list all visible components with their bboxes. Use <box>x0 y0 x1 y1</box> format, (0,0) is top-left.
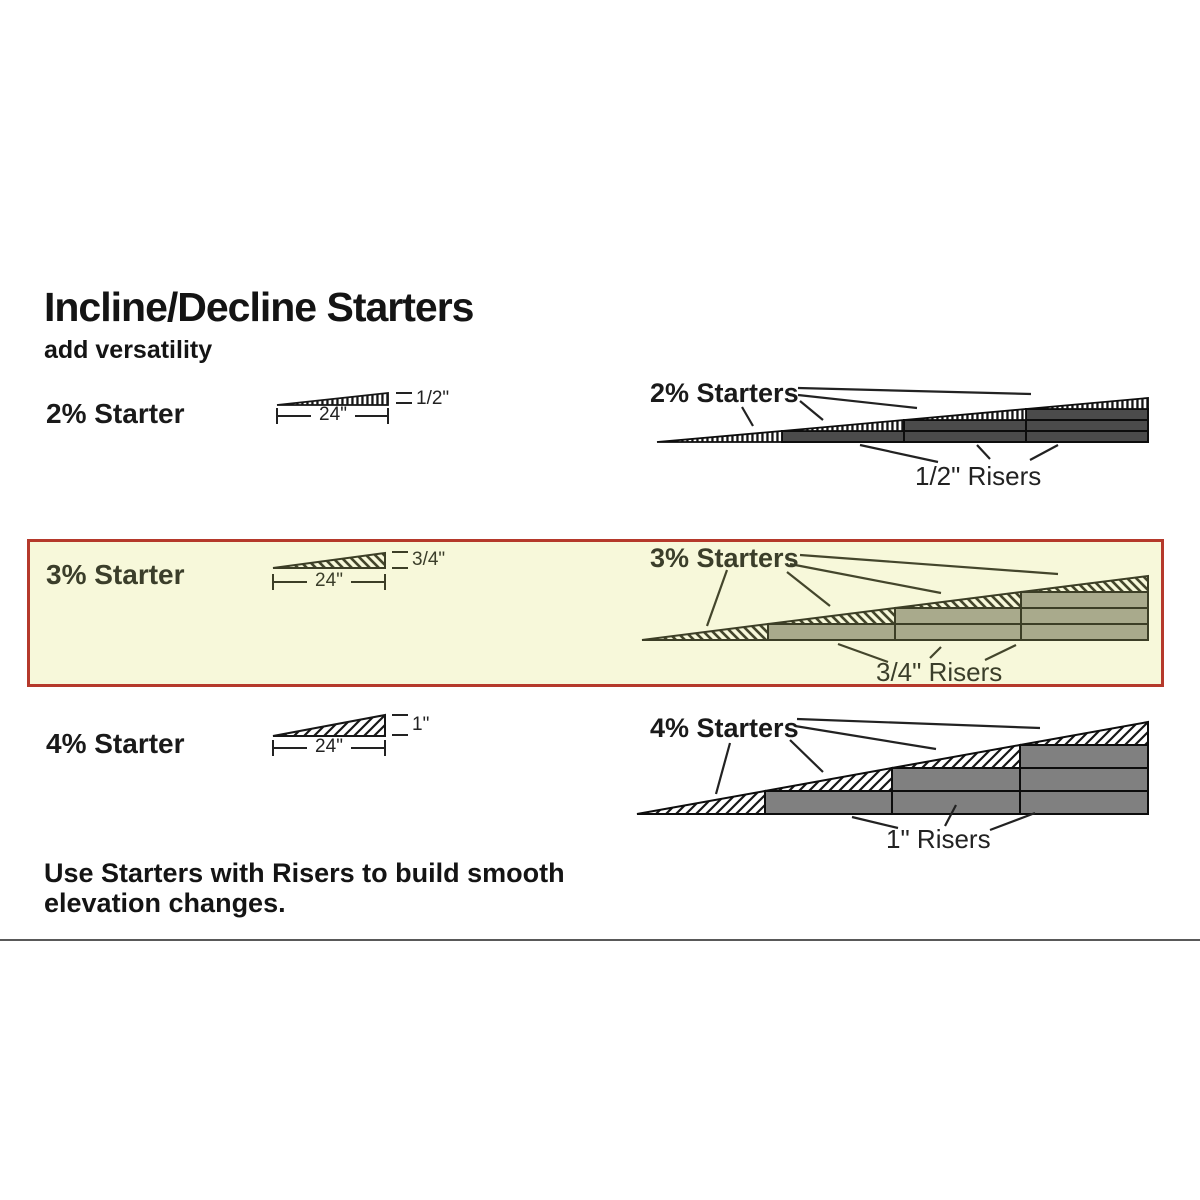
starter-wedge <box>891 743 1021 769</box>
page-subtitle: add versatility <box>44 336 213 364</box>
starter-wedge <box>1025 397 1149 410</box>
leader-line <box>799 553 1059 576</box>
leader-line <box>789 739 824 773</box>
leader-line <box>851 815 899 830</box>
starter-label-2pct: 2% Starter <box>46 398 185 429</box>
length-label-2pct: 24" <box>319 404 347 425</box>
starter-wedge <box>272 713 386 737</box>
group-label-4pct: 4% Starters <box>650 713 799 743</box>
leader-line <box>797 393 918 410</box>
leader-line <box>786 571 831 607</box>
riser-block <box>891 767 1021 792</box>
ramp-2pct <box>656 386 1149 464</box>
starter-wedge <box>641 622 769 641</box>
leader-line <box>705 569 729 627</box>
riser-block <box>1020 591 1149 609</box>
row-4pct-dimension <box>272 714 408 756</box>
rise-label-2pct: 1/2" <box>416 388 450 409</box>
riser-block <box>1020 607 1149 625</box>
starter-wedges-3pct <box>641 574 1149 641</box>
riser-block <box>1019 790 1149 815</box>
leader-line <box>789 562 942 595</box>
starter-wedges-2pct <box>656 397 1149 443</box>
starter-label-4pct: 4% Starter <box>46 728 185 759</box>
group-label-3pct: 3% Starters <box>650 543 799 573</box>
riser-block <box>894 623 1022 641</box>
riser-block <box>903 419 1027 432</box>
rise-label-4pct: 1" <box>412 714 430 735</box>
row-3pct-dimension <box>272 551 408 590</box>
starter-wedges-4pct <box>636 720 1149 815</box>
bottom-divider <box>0 939 1200 941</box>
riser-block <box>891 790 1021 815</box>
ramp-4pct <box>636 717 1149 832</box>
length-label-3pct: 24" <box>315 570 343 591</box>
footer-line-2: elevation changes. <box>44 888 286 918</box>
starter-wedge <box>1019 720 1149 746</box>
starter-wedge <box>636 789 766 815</box>
row-3pct-small-wedge <box>272 551 386 569</box>
riser-block <box>1019 767 1149 792</box>
leader-line <box>797 386 1032 396</box>
starter-wedge <box>894 590 1022 609</box>
leader-lines-4pct-starters <box>714 717 1041 795</box>
riser-block <box>903 430 1027 443</box>
starter-wedge <box>903 408 1027 421</box>
riser-block <box>781 430 905 443</box>
riser-block <box>894 607 1022 625</box>
leader-line <box>796 717 1041 730</box>
riser-block <box>1025 419 1149 432</box>
riser-block <box>767 623 896 641</box>
footer-line-1: Use Starters with Risers to build smooth <box>44 858 565 888</box>
group-label-2pct: 2% Starters <box>650 378 799 408</box>
leader-lines-4pct-risers <box>851 804 1036 832</box>
starter-wedge <box>276 391 389 406</box>
starter-wedge <box>781 419 905 432</box>
starter-wedge <box>767 606 896 625</box>
leader-line <box>989 811 1036 832</box>
length-label-4pct: 24" <box>315 736 343 757</box>
row-2pct-small-wedge <box>276 391 389 406</box>
footer-note: Use Starters with Risers to build smooth… <box>44 858 565 918</box>
row-4pct-small-wedge <box>272 713 386 737</box>
riser-block <box>1019 744 1149 769</box>
leader-lines-2pct-risers <box>859 443 1059 464</box>
risers-label-3pct: 3/4" Risers <box>876 657 1003 687</box>
starter-wedge <box>764 766 893 792</box>
leader-line <box>976 444 991 460</box>
riser-block <box>1025 408 1149 421</box>
row-2pct-dimension <box>276 392 412 424</box>
risers-label-4pct: 1" Risers <box>886 824 991 854</box>
starter-wedge <box>1020 574 1149 593</box>
leader-line <box>944 804 957 827</box>
leader-line <box>837 642 889 664</box>
riser-blocks-4pct <box>764 744 1149 815</box>
ramp-3pct <box>641 553 1149 664</box>
leader-lines-3pct-risers <box>837 642 1017 664</box>
starter-wedge <box>272 551 386 569</box>
rise-label-3pct: 3/4" <box>412 549 446 570</box>
leader-line <box>714 742 732 795</box>
leader-lines-3pct-starters <box>705 553 1059 627</box>
leader-line <box>984 644 1017 661</box>
risers-label-2pct: 1/2" Risers <box>915 461 1042 491</box>
leader-line <box>794 724 937 751</box>
leader-lines-2pct-starters <box>741 386 1032 427</box>
leader-line <box>799 400 824 421</box>
leader-line <box>859 443 939 464</box>
starter-label-3pct: 3% Starter <box>46 559 185 590</box>
leader-line <box>741 406 754 427</box>
starter-wedge <box>656 430 783 443</box>
leader-line <box>929 646 942 659</box>
riser-block <box>764 790 893 815</box>
page-title: Incline/Decline Starters <box>44 284 474 330</box>
riser-block <box>1025 430 1149 443</box>
riser-block <box>1020 623 1149 641</box>
leader-line <box>1029 444 1059 461</box>
